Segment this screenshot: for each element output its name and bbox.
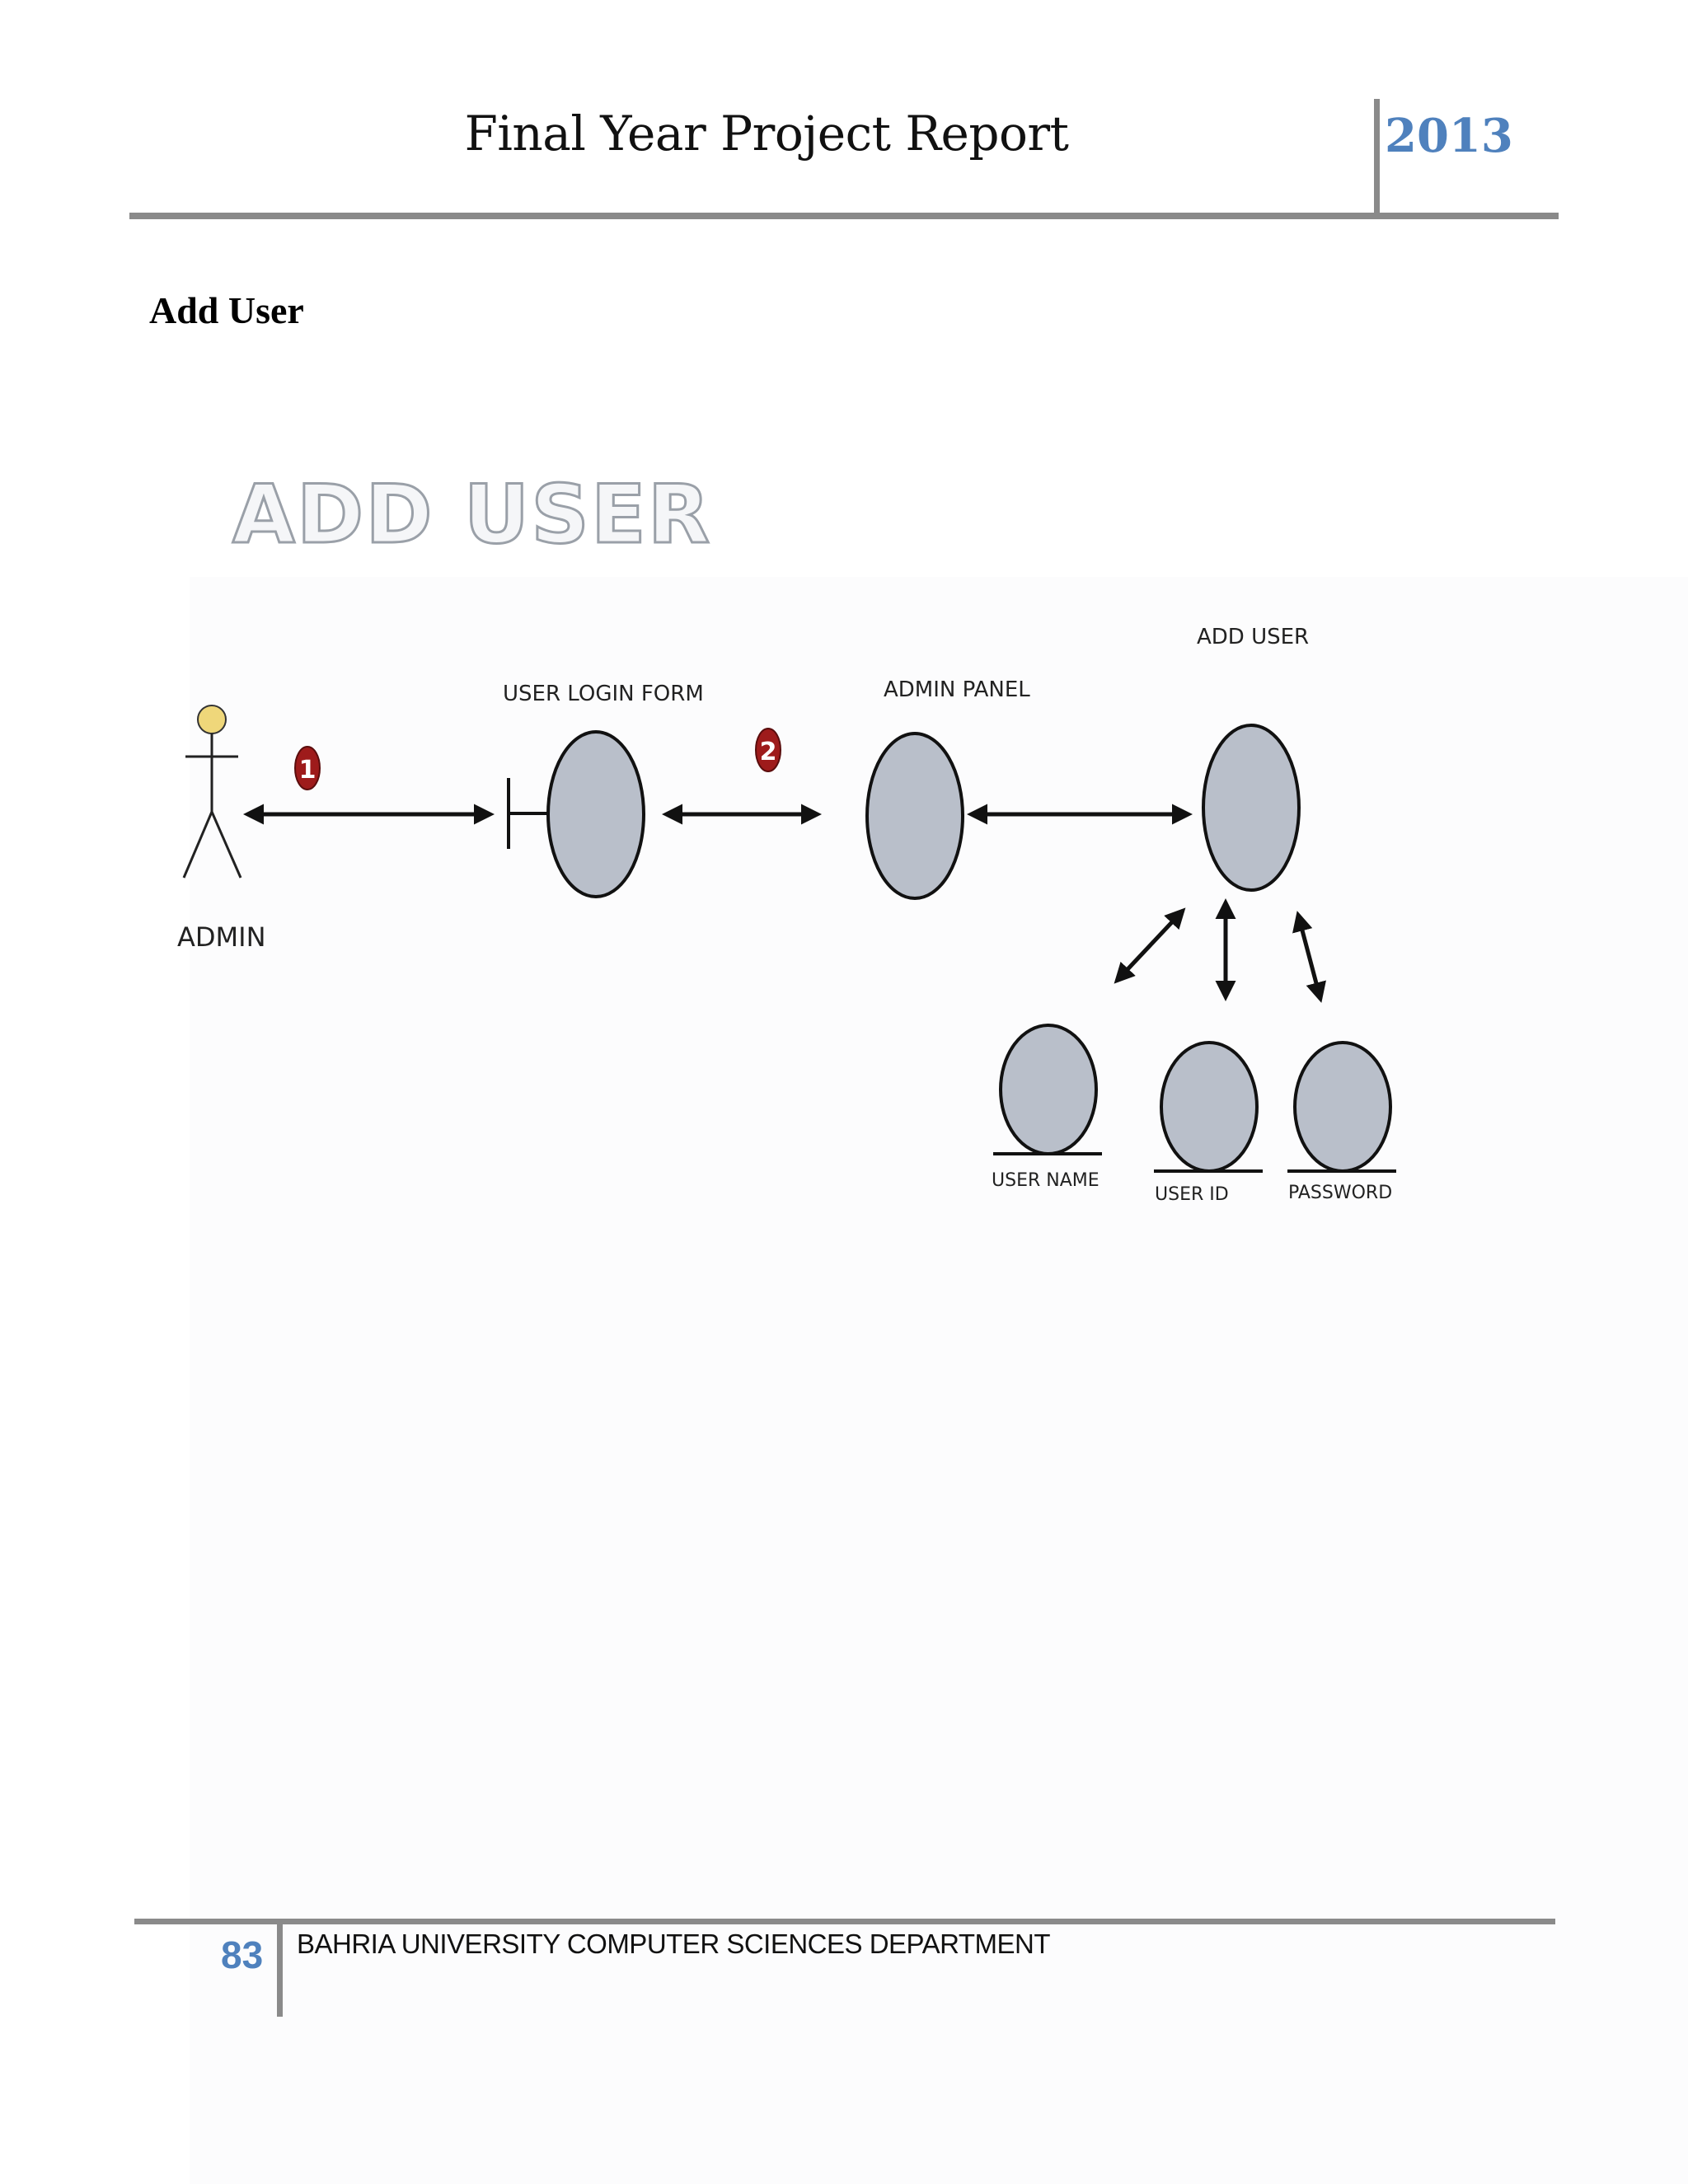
page-number: 83 xyxy=(221,1933,264,1976)
header-year: 2013 xyxy=(1385,109,1513,163)
login-form-label: USER LOGIN FORM xyxy=(503,682,704,706)
admin-panel-label: ADMIN PANEL xyxy=(884,677,1030,702)
login-form-boundary-icon xyxy=(507,730,645,898)
admin-panel-node xyxy=(865,732,964,900)
admin-actor-icon xyxy=(182,705,242,879)
footer-rule xyxy=(134,1919,1555,1924)
add-user-node xyxy=(1202,724,1301,892)
footer-divider xyxy=(277,1920,283,2017)
diagram-banner: ADD USER xyxy=(232,468,711,562)
user-name-entity xyxy=(993,1024,1102,1155)
section-heading: Add User xyxy=(149,289,304,331)
user-name-label: USER NAME xyxy=(992,1170,1100,1191)
step-2-badge: 2 xyxy=(755,728,781,772)
header-title: Final Year Project Report xyxy=(464,105,1069,162)
footer-department: BAHRIA UNIVERSITY COMPUTER SCIENCES DEPA… xyxy=(297,1929,1051,1959)
header-rule xyxy=(129,213,1559,219)
arrow-add-user-password xyxy=(1292,911,1326,1003)
arrow-add-user-user-name xyxy=(1114,907,1186,984)
password-entity xyxy=(1287,1041,1396,1173)
header-divider xyxy=(1374,99,1380,218)
actor-label: ADMIN xyxy=(177,921,266,953)
step-1-number: 1 xyxy=(299,756,316,785)
user-id-entity xyxy=(1154,1041,1263,1173)
user-id-label: USER ID xyxy=(1155,1184,1229,1205)
step-2-number: 2 xyxy=(760,738,777,766)
step-1-badge: 1 xyxy=(294,746,321,790)
add-user-label: ADD USER xyxy=(1197,625,1309,649)
password-label: PASSWORD xyxy=(1288,1183,1392,1203)
